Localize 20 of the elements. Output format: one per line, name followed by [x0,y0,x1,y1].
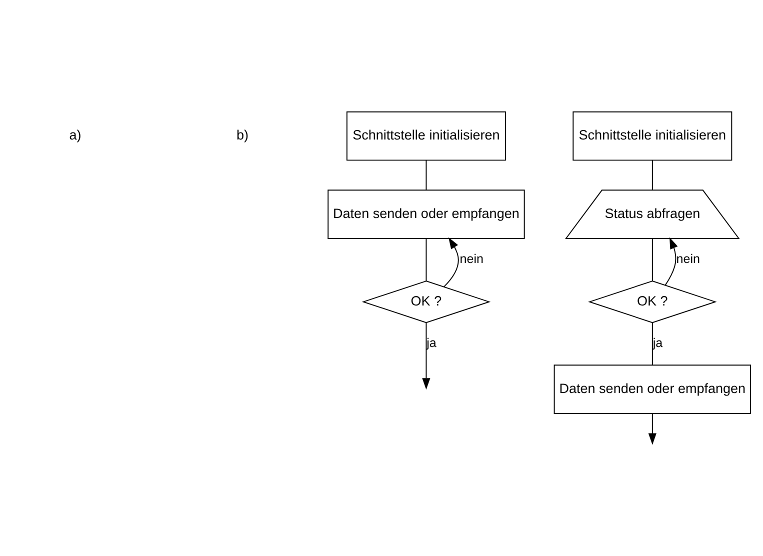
arrow [664,237,678,286]
node-box: Schnittstelle initialisieren [572,111,732,161]
node-box: Schnittstelle initialisieren [346,111,506,161]
node-box: Daten senden oder empfangen [328,190,525,239]
arrow [444,237,459,288]
connector [652,238,653,282]
arrow [648,413,656,445]
edge-label: nein [676,252,700,266]
node-diamond: OK ? [588,280,717,324]
edge-label: nein [460,252,484,266]
edge-label: ja [426,336,436,350]
connector [652,322,653,366]
connector [426,160,427,190]
label: a) [69,128,82,143]
node-diamond: OK ? [362,280,491,324]
connector [652,160,653,190]
node-box: Daten senden oder empfangen [554,364,752,414]
label: b) [236,128,249,143]
arrow [422,322,430,390]
connector [426,238,427,282]
